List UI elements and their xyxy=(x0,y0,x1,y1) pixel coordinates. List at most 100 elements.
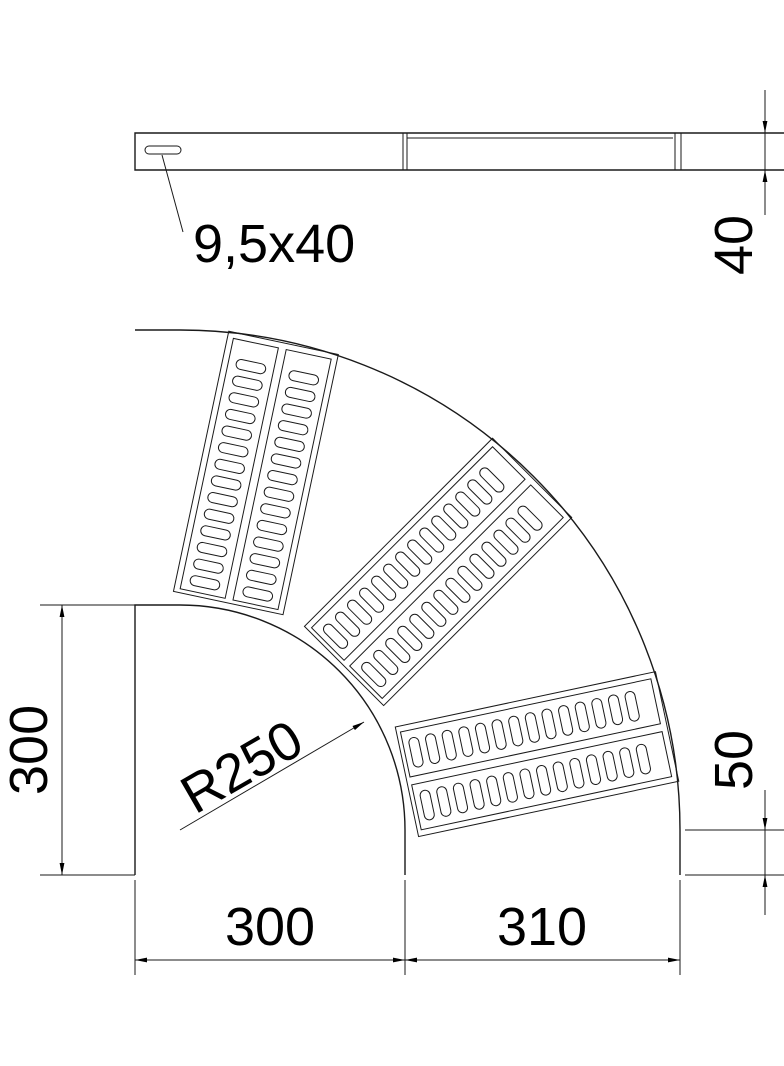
rung-slot xyxy=(619,747,635,778)
rung-slot xyxy=(196,541,228,558)
rung-slot xyxy=(256,519,288,536)
rung-slot xyxy=(288,370,319,386)
rung-slot xyxy=(517,505,543,531)
rung-slot xyxy=(385,637,411,663)
rung-slot xyxy=(569,757,585,789)
rung-slot xyxy=(361,661,387,688)
rung-channel xyxy=(399,678,662,778)
height-dimension: 40 xyxy=(680,90,784,275)
rung-slot xyxy=(443,503,469,529)
rung-slot xyxy=(253,536,284,552)
rung-slot xyxy=(207,492,238,508)
rung-slot xyxy=(502,772,518,803)
rung-slot xyxy=(203,508,235,524)
rung-slot xyxy=(347,599,373,625)
side-height-label: 300 xyxy=(0,705,59,795)
rung-slot xyxy=(491,719,507,750)
rung-slot xyxy=(536,765,552,796)
rung-slot xyxy=(469,779,485,810)
rung-slot xyxy=(210,475,242,491)
radius-label: R250 xyxy=(171,709,313,826)
rung-slot xyxy=(624,691,640,722)
rung-slot xyxy=(409,613,435,639)
rung-channel xyxy=(179,337,279,599)
rung-slot xyxy=(274,436,305,452)
rung-slot xyxy=(431,515,457,541)
rung-slot xyxy=(519,768,535,800)
rung-slot xyxy=(267,470,298,486)
rung-slot xyxy=(602,750,618,782)
rung-slot xyxy=(249,553,281,569)
slot-leader xyxy=(161,154,184,233)
rung-slot xyxy=(505,517,531,543)
rung-slot xyxy=(395,551,421,577)
rung-slot xyxy=(270,453,302,469)
rung-slot xyxy=(359,587,385,613)
straight-label: 50 xyxy=(704,730,764,790)
rung-slot xyxy=(445,577,471,603)
rung-slot xyxy=(585,754,602,785)
rung-slot xyxy=(228,392,260,408)
rung-slot xyxy=(474,722,491,754)
straight-dimension: 50 xyxy=(685,730,784,915)
rung-slot xyxy=(263,486,295,502)
rung-slot xyxy=(574,701,590,733)
rung-slot xyxy=(193,558,224,574)
rung-slot xyxy=(217,442,249,458)
rung-slot xyxy=(486,775,502,807)
rung-slot xyxy=(433,589,459,615)
rung-slot xyxy=(441,729,457,761)
rung-slot xyxy=(541,708,557,740)
rung xyxy=(172,330,339,616)
rung-slot xyxy=(493,529,519,555)
bend-plan-view xyxy=(134,329,681,875)
rung-slot xyxy=(260,503,291,519)
rung-slot xyxy=(558,705,574,736)
rung-slot xyxy=(419,527,445,553)
rung-slot xyxy=(281,403,312,419)
slot-hole xyxy=(144,145,182,155)
rung-slot xyxy=(635,743,651,775)
rung-channel xyxy=(348,484,564,700)
rung-slot xyxy=(479,467,505,493)
rung-slot xyxy=(452,782,469,814)
rung-slot xyxy=(373,649,399,675)
rung-slot xyxy=(335,611,361,637)
rung-slot xyxy=(277,420,309,436)
rung-channel xyxy=(411,731,673,831)
rung-slot xyxy=(458,726,474,757)
outer-side xyxy=(135,329,681,875)
rung-slot xyxy=(425,733,441,764)
rung-slot xyxy=(221,425,253,441)
rung-slot xyxy=(508,715,524,747)
rung-slot xyxy=(408,736,424,768)
rung-slot xyxy=(591,698,607,729)
bottom-dimensions: 300 310 xyxy=(134,880,681,975)
rung-channel xyxy=(310,446,526,662)
rung-slot xyxy=(200,525,231,541)
rung-slot xyxy=(419,789,435,821)
rung-slot xyxy=(481,541,507,567)
rung-slot xyxy=(469,553,495,579)
rung-slot xyxy=(371,575,397,601)
rung-slot xyxy=(383,563,409,589)
rung-slot xyxy=(246,569,277,585)
rung-slot xyxy=(232,375,263,391)
rung xyxy=(303,437,573,707)
rung-channel xyxy=(232,348,332,611)
side-height-dimension: 300 xyxy=(0,604,135,876)
rung-slot xyxy=(189,575,221,591)
rung-slot xyxy=(235,359,267,375)
rung-slot xyxy=(607,694,624,726)
height-label: 40 xyxy=(704,215,764,275)
rung-slot xyxy=(524,712,540,743)
rung-slot xyxy=(284,386,316,403)
inner-side xyxy=(134,604,406,875)
outer-length-label: 310 xyxy=(497,897,587,957)
rung-slot xyxy=(214,458,245,474)
inner-width-label: 300 xyxy=(225,897,315,957)
radius-dimension: R250 xyxy=(171,709,365,831)
rung xyxy=(394,671,680,838)
rung-slot xyxy=(467,479,493,505)
